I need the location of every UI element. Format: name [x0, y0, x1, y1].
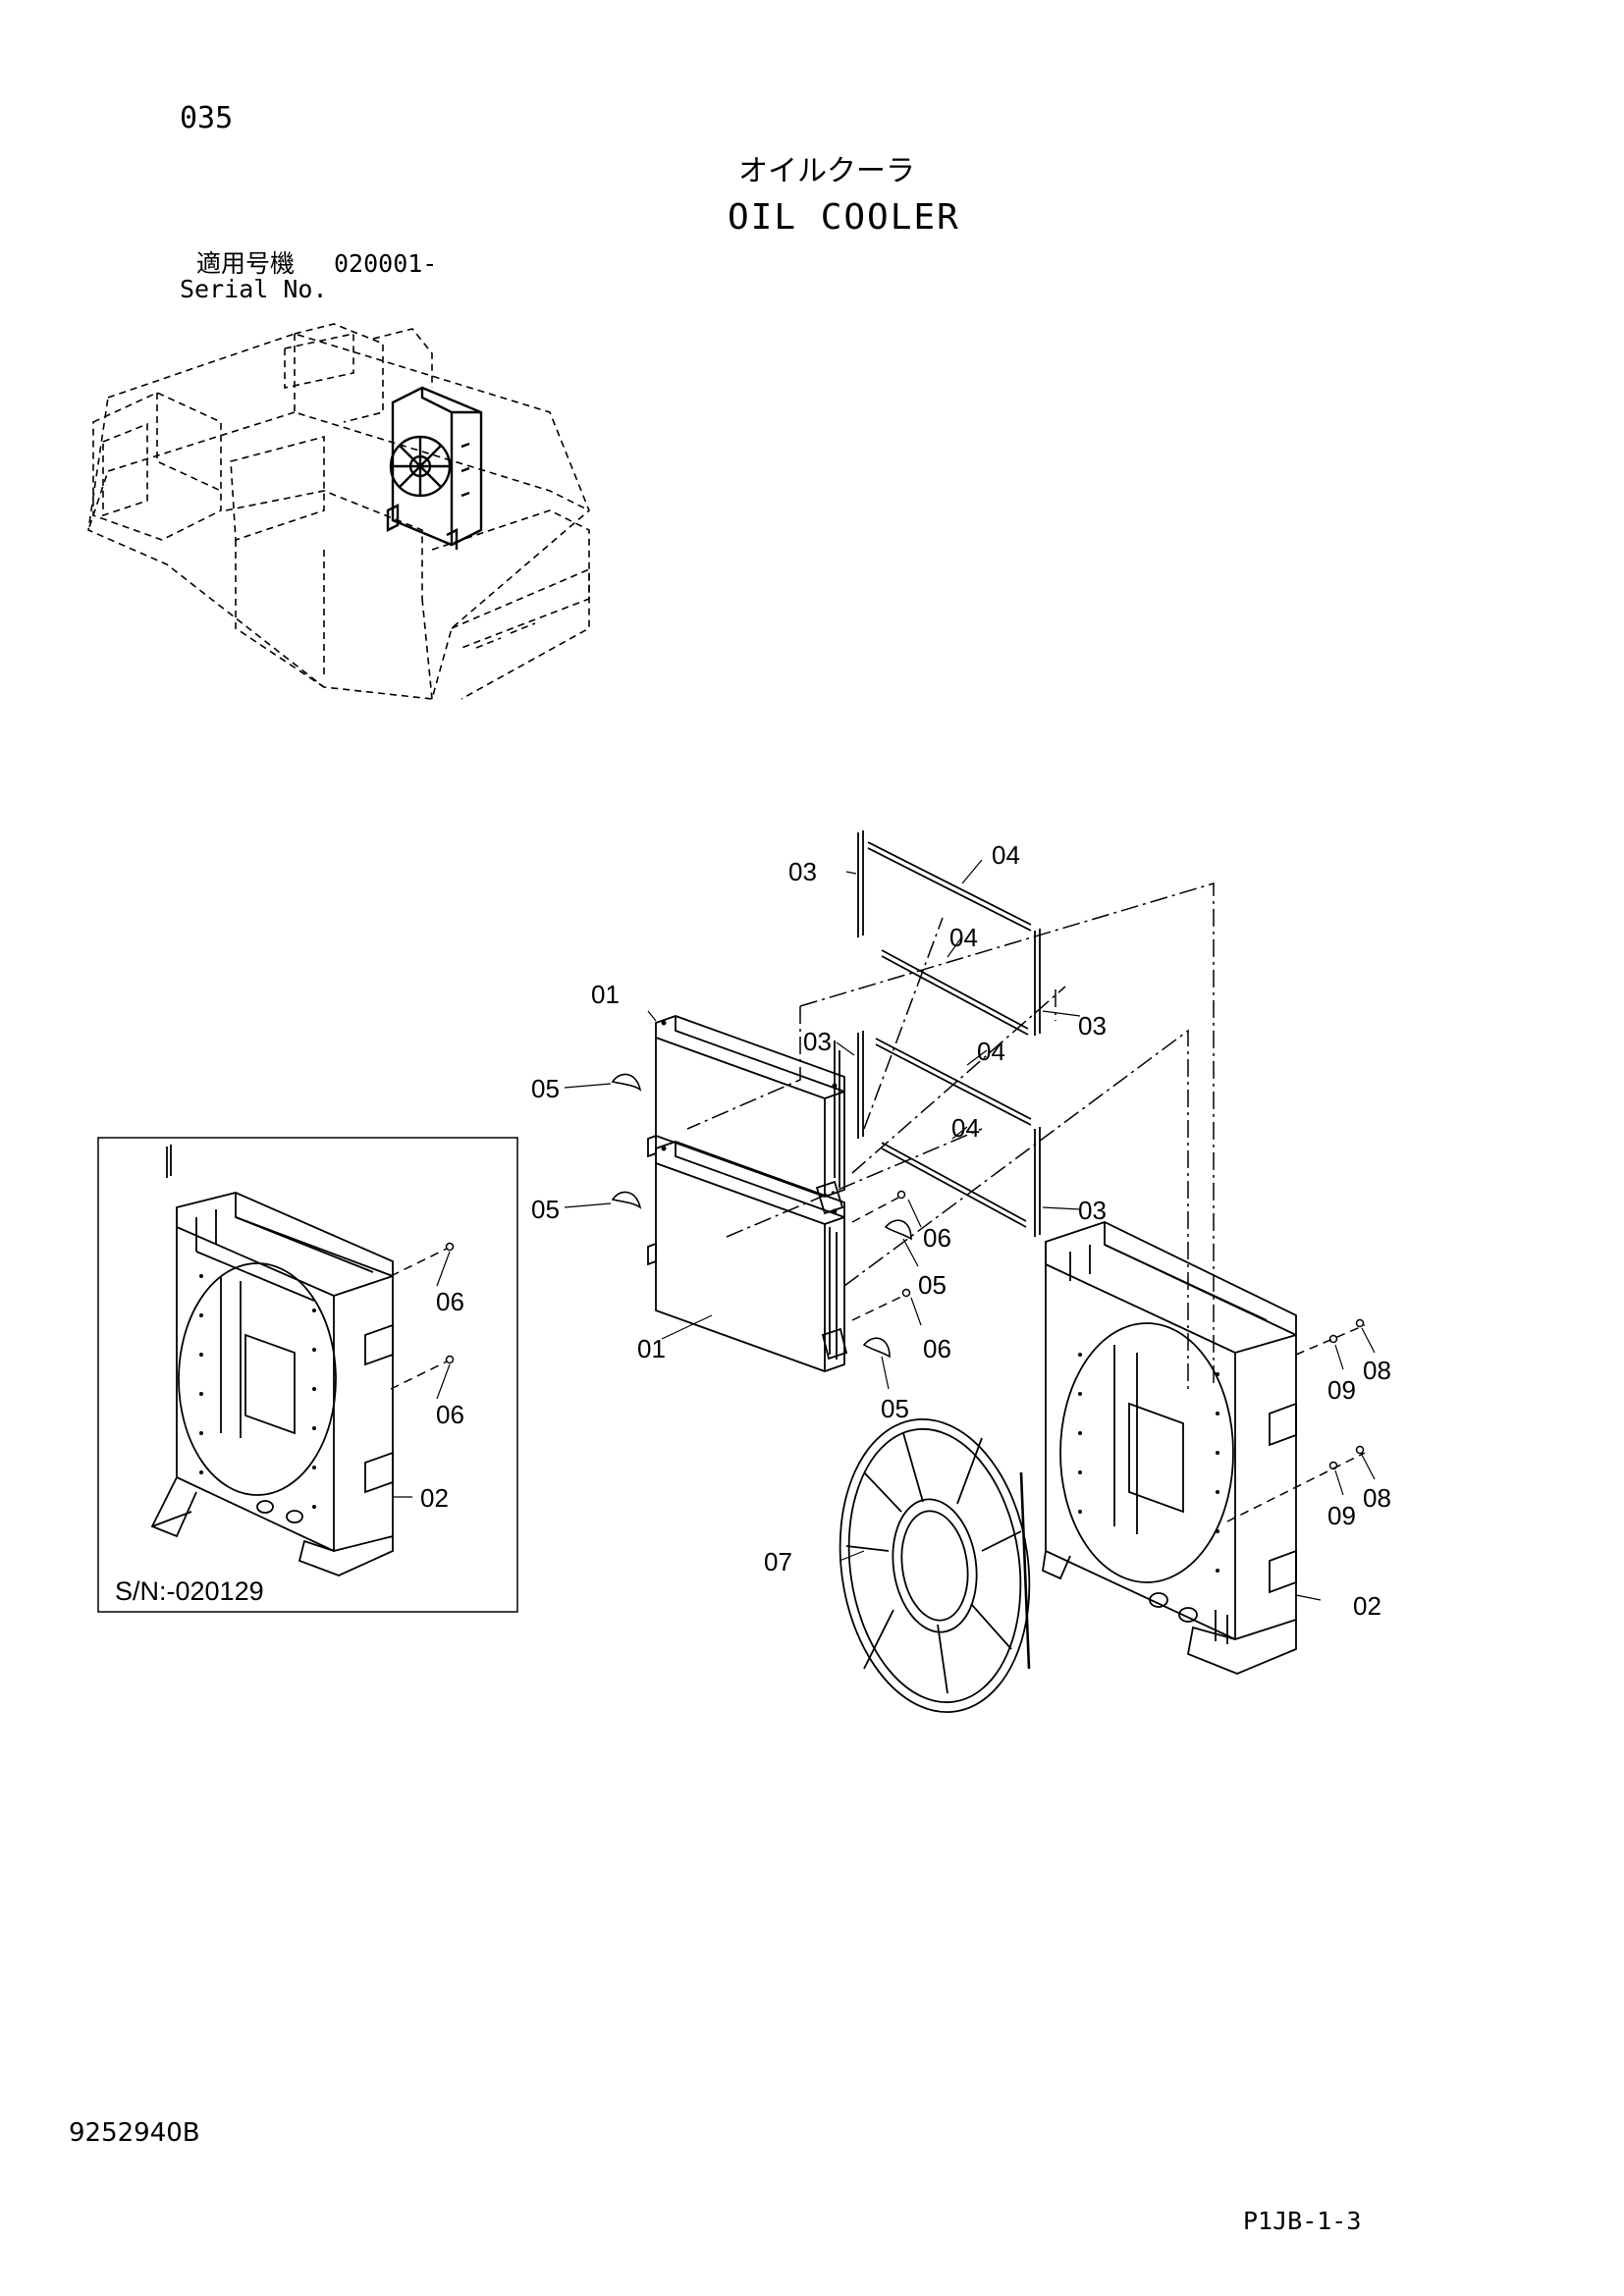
callout-04-d: 04 — [951, 1113, 980, 1143]
fan-guard — [839, 1417, 1031, 1714]
callout-05-right-upper: 05 — [918, 1270, 947, 1300]
oil-cooler-cores — [647, 1015, 848, 1372]
page-number: 035 — [180, 101, 234, 135]
bolts-washers-08-09 — [1226, 1318, 1376, 1522]
inset-serial-range: S/N:-020129 — [115, 1576, 264, 1606]
callout-05-right-lower: 05 — [881, 1394, 909, 1423]
callout-03-top-right: 03 — [1078, 1011, 1107, 1041]
callout-leaders — [564, 859, 1322, 1601]
title-japanese: オイルクーラ — [738, 154, 915, 188]
callout-02-inset: 02 — [420, 1483, 449, 1513]
machine-overview — [87, 323, 590, 700]
oil-cooler-location — [386, 386, 483, 550]
inset-frame: 06 06 02 S/N:-020129 — [97, 1137, 518, 1613]
clips — [611, 1073, 912, 1359]
callout-06-main-upper: 06 — [923, 1223, 951, 1253]
serial-from: 020001- — [334, 249, 438, 278]
callout-03-mid-right: 03 — [1078, 1196, 1107, 1225]
callout-03-top-left: 03 — [788, 857, 817, 886]
seal-strips — [857, 830, 1041, 1237]
callout-04-c: 04 — [977, 1037, 1005, 1066]
callout-02-main: 02 — [1353, 1591, 1381, 1621]
callout-06-inset-lower: 06 — [436, 1400, 464, 1429]
document-code: 9252940B — [69, 2118, 200, 2148]
callout-06-main-lower: 06 — [923, 1334, 951, 1363]
bolts-06 — [851, 1190, 911, 1321]
callout-08-lower: 08 — [1363, 1483, 1391, 1513]
callout-01-upper: 01 — [591, 980, 620, 1009]
callout-09-lower: 09 — [1327, 1501, 1356, 1530]
fan-shroud — [1042, 1221, 1297, 1675]
callout-04-a: 04 — [992, 840, 1020, 870]
callout-07: 07 — [764, 1547, 792, 1576]
serial-label-english: Serial No. — [180, 275, 328, 303]
callout-09-upper: 09 — [1327, 1375, 1356, 1405]
serial-label-japanese: 適用号機 — [196, 249, 296, 278]
assembly-lines — [686, 881, 1215, 1394]
callout-08-upper: 08 — [1363, 1356, 1391, 1385]
callout-05-lower-left: 05 — [531, 1195, 560, 1224]
callout-01-lower: 01 — [637, 1334, 666, 1363]
title-english: OIL COOLER — [728, 197, 960, 238]
sheet-code: P1JB-1-3 — [1243, 2207, 1362, 2235]
callout-06-inset-upper: 06 — [436, 1287, 464, 1316]
callout-04-b: 04 — [949, 923, 978, 952]
callout-03-mid-left: 03 — [803, 1027, 832, 1056]
callout-05-upper-left: 05 — [531, 1074, 560, 1103]
